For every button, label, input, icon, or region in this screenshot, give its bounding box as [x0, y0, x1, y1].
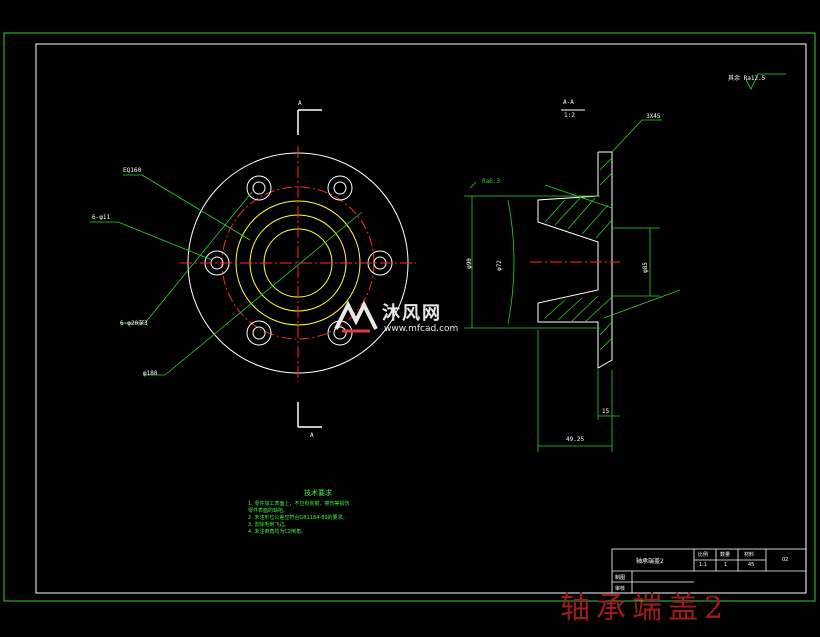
requirements-title: 技术要求: [304, 489, 332, 497]
watermark-brand: 沐风网: [382, 303, 442, 324]
title-block: [611, 548, 807, 594]
drawing-title: 轴承端盖2: [560, 591, 730, 626]
requirement-item: 零件表面的缺陷。: [248, 508, 289, 514]
title-block-material: 45: [748, 562, 755, 568]
title-block-col-qty: 数量: [720, 552, 731, 558]
title-block-part-name: 轴承端盖2: [636, 558, 664, 565]
roughness-symbol: [745, 73, 786, 90]
title-block-col-material: 材料: [744, 552, 755, 558]
front-view: [90, 109, 416, 428]
inner-frame: [35, 43, 807, 594]
dim-left-inner: φ72: [495, 260, 503, 271]
cut-mark-bottom: A: [310, 432, 314, 439]
watermark-logo-icon: [334, 300, 378, 333]
hole-callout-label: 6-φ11: [92, 214, 111, 221]
section-label: A-A: [563, 99, 574, 106]
section-view: [464, 109, 681, 452]
outer-diameter-label: φ180: [143, 370, 158, 377]
requirement-item: 3. 去除毛刺飞边。: [248, 522, 290, 528]
requirement-item: 1. 零件加工表面上，不应有划痕、擦伤等损伤: [248, 501, 350, 507]
thickness-label: 15: [602, 408, 610, 415]
dim-left-outer: φ90: [465, 258, 473, 269]
dim-right: φ85: [641, 262, 649, 273]
outer-frame: [3, 32, 816, 602]
title-block-sheet-no: 02: [782, 557, 789, 563]
section-scale: 1:2: [564, 112, 575, 119]
surface-mark-label: Ra6.3: [482, 178, 501, 185]
title-block-qty: 1: [724, 562, 728, 568]
watermark-url: www.mfcad.com: [384, 324, 459, 334]
watermark: 沐风网 www.mfcad.com: [332, 299, 492, 343]
total-length-label: 49.25: [566, 436, 585, 443]
bolt-circle-label: EQ160: [123, 167, 142, 174]
counterbore-label: 6-φ20深3: [120, 320, 148, 327]
title-block-col-scale: 比例: [698, 552, 709, 558]
chamfer-label: 3X45: [646, 113, 661, 120]
title-block-checked: 审核: [615, 586, 626, 592]
cut-mark-top: A: [298, 100, 302, 107]
roughness-note: 其余 Ra12.5: [728, 75, 766, 82]
title-block-scale: 1:1: [699, 562, 708, 568]
requirement-item: 2. 未注形位公差应符合GB1184-80的要求。: [248, 515, 348, 521]
technical-requirements: 技术要求 1. 零件加工表面上，不应有划痕、擦伤等损伤 零件表面的缺陷。 2. …: [248, 490, 388, 536]
title-block-drawn: 制图: [615, 575, 626, 581]
requirement-item: 4. 未注倒角均为C2倒角。: [248, 529, 307, 535]
